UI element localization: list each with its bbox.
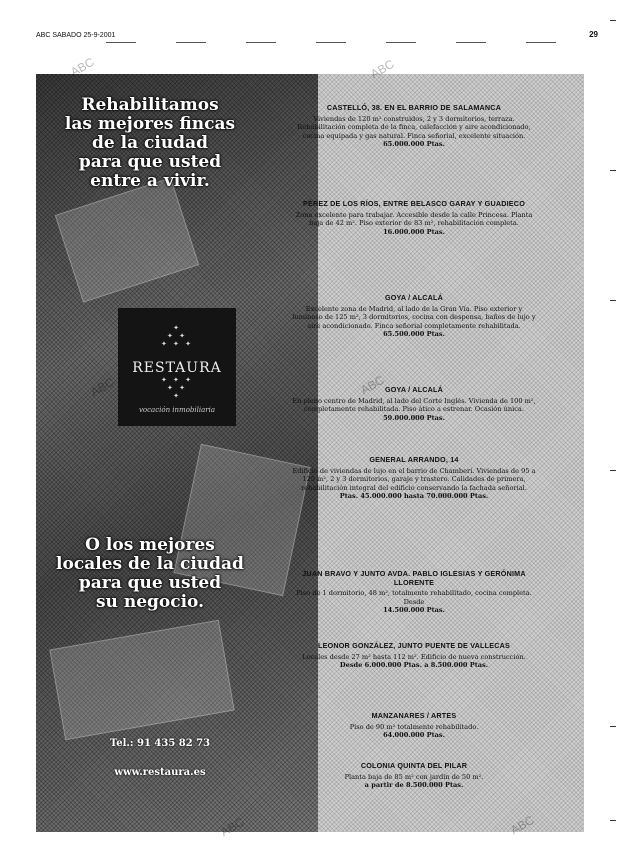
listing-price: 14.500.000 Ptas. (383, 606, 445, 615)
listing-item: GOYA / ALCALÁ Excelente zona de Madrid, … (292, 293, 536, 339)
listing-price: 16.000.000 Ptas. (383, 227, 445, 236)
contact-web: www.restaura.es (114, 767, 206, 778)
slogan-line: su negocio. (95, 592, 205, 612)
listing-title: GOYA / ALCALÁ (384, 385, 444, 394)
star-cluster-icon: ✦ ✦ ✦✦ ✦✦ (160, 376, 194, 400)
listing-price: 65.000.000 Ptas. (383, 140, 445, 149)
margin-mark (610, 726, 616, 727)
margin-mark (610, 170, 616, 171)
listing-title: COLONIA QUINTA DEL PILAR (360, 761, 468, 770)
slogan-line: O los mejores (85, 535, 215, 555)
margin-mark (610, 820, 616, 821)
slogan-line: de la ciudad (92, 133, 208, 153)
listing-title: CASTELLÓ, 38. EN EL BARRIO DE SALAMANCA (326, 103, 502, 112)
slogan-line: entre a vivir. (90, 171, 210, 191)
listing-item: LEONOR GONZÁLEZ, JUNTO PUENTE DE VALLECA… (292, 641, 536, 670)
listing-price: 64.000.000 Ptas. (383, 731, 445, 740)
page-number: 29 (589, 30, 598, 39)
listing-item: PÉREZ DE LOS RÍOS, ENTRE BELASCO GARAY Y… (292, 199, 536, 236)
listing-title: LEONOR GONZÁLEZ, JUNTO PUENTE DE VALLECA… (317, 641, 511, 650)
slogan-line: para que usted (78, 573, 222, 593)
listing-price: a partir de 8.500.000 Ptas. (364, 781, 464, 790)
restaura-logo: ✦✦ ✦✦ ✦ ✦ RESTAURA ✦ ✦ ✦✦ ✦✦ vocación in… (118, 308, 236, 426)
slogan-line: locales de la ciudad (56, 554, 244, 574)
slogan-bottom: O los mejores locales de la ciudad para … (40, 536, 260, 612)
building-photo-shape (54, 177, 200, 303)
listing-body: Piso de 1 dormitorio, 48 m², totalmente … (296, 589, 532, 606)
listing-price: Ptas. 45.000.000 hasta 70.000.000 Ptas. (339, 492, 489, 501)
listing-title: GOYA / ALCALÁ (384, 293, 444, 302)
listing-title: PÉREZ DE LOS RÍOS, ENTRE BELASCO GARAY Y… (302, 199, 525, 208)
listing-body: Edificio de viviendas de lujo en el barr… (292, 466, 536, 492)
advertisement (36, 74, 584, 832)
listing-item: CASTELLÓ, 38. EN EL BARRIO DE SALAMANCA … (292, 103, 536, 149)
header-rule (386, 42, 416, 43)
header-rule (246, 42, 276, 43)
header-rule (176, 42, 206, 43)
slogan-line: las mejores fincas (64, 114, 236, 134)
listings-panel (318, 74, 584, 832)
listing-body: En pleno centro de Madrid, al lado del C… (292, 396, 536, 414)
header-rule (106, 42, 136, 43)
slogan-line: para que usted (78, 152, 222, 172)
margin-mark (610, 20, 616, 21)
listing-item: GENERAL ARRANDO, 14 Edificio de vivienda… (292, 455, 536, 501)
listing-item: GOYA / ALCALÁ En pleno centro de Madrid,… (292, 385, 536, 422)
listing-title: MANZANARES / ARTES (371, 711, 457, 720)
photo-panel (36, 74, 318, 832)
header-rule (316, 42, 346, 43)
building-photo-shape (49, 619, 235, 741)
listing-item: JUAN BRAVO Y JUNTO AVDA. PABLO IGLESIAS … (292, 569, 536, 615)
logo-brand: RESTAURA (132, 360, 222, 376)
margin-mark (610, 470, 616, 471)
listing-price: 59.000.000 Ptas. (383, 413, 445, 422)
listing-title: GENERAL ARRANDO, 14 (369, 455, 459, 464)
contact-block: Tel.: 91 435 82 73 www.restaura.es (60, 738, 260, 778)
listing-item: MANZANARES / ARTES Piso de 90 m² totalme… (292, 711, 536, 740)
header-rule (456, 42, 486, 43)
logo-tagline: vocación inmobiliaria (138, 406, 216, 414)
slogan-top: Rehabilitamos las mejores fincas de la c… (40, 96, 260, 191)
listing-body: Viviendas de 120 m² construidos, 2 y 3 d… (297, 114, 531, 140)
header-rule (526, 42, 556, 43)
listing-body: Excelente zona de Madrid, al lado de la … (292, 304, 536, 330)
listing-item: COLONIA QUINTA DEL PILAR Planta baja de … (292, 761, 536, 790)
listing-price: Desde 6.000.000 Ptas. a 8.500.000 Ptas. (339, 661, 489, 670)
contact-phone: Tel.: 91 435 82 73 (109, 738, 211, 749)
listing-body: Zona excelente para trabajar. Accesible … (295, 210, 533, 228)
listing-body: Piso de 90 m² totalmente rehabilitado. (349, 722, 479, 731)
page-header: ABC SABADO 25-9-2001 29 (36, 30, 598, 44)
listing-body: Planta baja de 85 m² con jardín de 50 m²… (344, 772, 484, 781)
listing-title: JUAN BRAVO Y JUNTO AVDA. PABLO IGLESIAS … (302, 569, 526, 587)
margin-mark (610, 300, 616, 301)
star-cluster-icon: ✦✦ ✦✦ ✦ ✦ (160, 324, 194, 348)
listing-price: 65.500.000 Ptas. (383, 330, 445, 339)
slogan-line: Rehabilitamos (81, 95, 219, 115)
header-date: ABC SABADO 25-9-2001 (36, 32, 116, 39)
listing-body: Locales desde 27 m² hasta 112 m². Edific… (302, 652, 526, 661)
